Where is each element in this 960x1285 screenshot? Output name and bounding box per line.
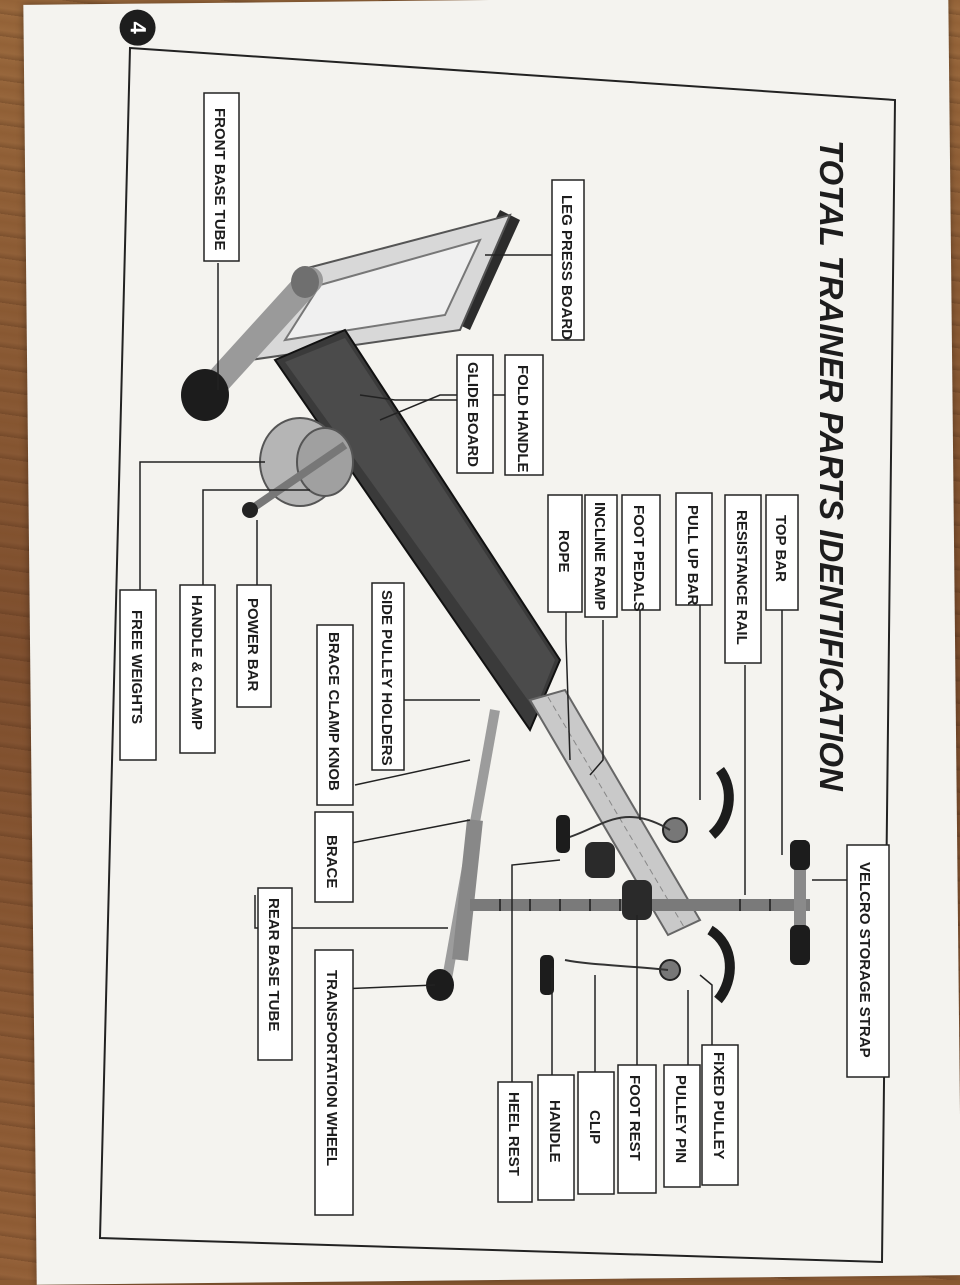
pull-up-bar-shape: [708, 767, 734, 839]
clip-label: CLIP: [586, 1110, 603, 1144]
resistance-rail-shape: [528, 688, 702, 937]
page-title: TOTAL TRAINER PARTS IDENTIFICATION: [813, 140, 850, 792]
resistance-rail-label: RESISTANCE RAIL: [733, 510, 750, 645]
brace-label: BRACE: [323, 835, 340, 888]
leg-press-board-label: LEG PRESS BOARD: [558, 195, 575, 340]
rope-box: [547, 494, 583, 613]
free-weights-label: FREE WEIGHTS: [128, 610, 145, 724]
front-base-tube-label: FRONT BASE TUBE: [211, 108, 228, 251]
power-bar-shape: [247, 441, 348, 514]
transportation-wheel-box: [314, 949, 354, 1216]
pulley-pin-box: [663, 1064, 701, 1188]
rope-shape: [559, 816, 671, 841]
rear-base-tube-box: [257, 887, 293, 1061]
pulley-pin-label: PULLEY PIN: [672, 1075, 689, 1163]
clip-box: [577, 1071, 615, 1195]
transportation-wheel-shape: [426, 969, 454, 1001]
fixed-pulley-label: FIXED PULLEY: [710, 1052, 727, 1160]
power-bar-box: [236, 584, 272, 708]
foot-pedals-box: [621, 494, 661, 611]
leg-press-board-box: [551, 179, 585, 341]
brace-clamp-knob-label: BRACE CLAMP KNOB: [325, 632, 342, 791]
glide-board-box: [456, 354, 494, 474]
fixed-pulley-box: [701, 1044, 739, 1186]
side-pulley-holders-label: SIDE PULLEY HOLDERS: [378, 590, 395, 766]
foot-pedals-label: FOOT PEDALS: [630, 505, 647, 612]
front-base-tube-box: [203, 92, 240, 262]
front-base-cap: [181, 369, 229, 421]
handle-clamp-box: [179, 584, 216, 754]
handle-clamp-label: HANDLE & CLAMP: [188, 595, 205, 730]
power-bar-label: POWER BAR: [244, 598, 261, 692]
heel-rest-box: [497, 1081, 533, 1203]
pull-up-bar-box: [675, 492, 713, 606]
handle-label: HANDLE: [546, 1100, 563, 1163]
handle-shape: [540, 955, 554, 995]
incline-ramp-box: [584, 494, 618, 618]
part-labels: VELCRO STORAGE STRAP TOP BAR RESISTANCE …: [119, 92, 890, 1216]
side-pulley-holders-box: [371, 582, 405, 771]
page-frame: [98, 46, 897, 1264]
foot-rest-box: [617, 1064, 657, 1194]
free-weights-box: [119, 589, 157, 761]
fold-handle-label: FOLD HANDLE: [514, 365, 531, 473]
velcro-storage-strap-label: VELCRO STORAGE STRAP: [856, 862, 873, 1058]
rear-base-tube-label: REAR BASE TUBE: [265, 898, 282, 1031]
rope-label: ROPE: [555, 530, 572, 573]
foot-pedals-shape: [585, 842, 615, 878]
side-pulley-shape: [662, 817, 688, 843]
foot-rest-label: FOOT REST: [626, 1075, 643, 1161]
brace-box: [314, 811, 354, 903]
transportation-wheel-label: TRANSPORTATION WHEEL: [323, 970, 340, 1166]
total-trainer-illustration: [181, 210, 810, 1004]
glide-board-label: GLIDE BOARD: [464, 362, 481, 467]
resistance-rail-box: [724, 494, 762, 664]
fold-handle-box: [504, 354, 544, 476]
pull-up-bar-label: PULL UP BAR: [684, 505, 701, 605]
front-base-tube-shape: [197, 267, 323, 403]
top-bar-box: [765, 494, 799, 611]
handle-box: [537, 1074, 575, 1201]
incline-ramp-label: INCLINE RAMP: [591, 502, 608, 610]
brace-clamp-knob-box: [316, 624, 354, 806]
top-bar-label: TOP BAR: [772, 515, 789, 582]
velcro-storage-strap-box: [846, 844, 890, 1078]
heel-rest-label: HEEL REST: [505, 1092, 522, 1176]
